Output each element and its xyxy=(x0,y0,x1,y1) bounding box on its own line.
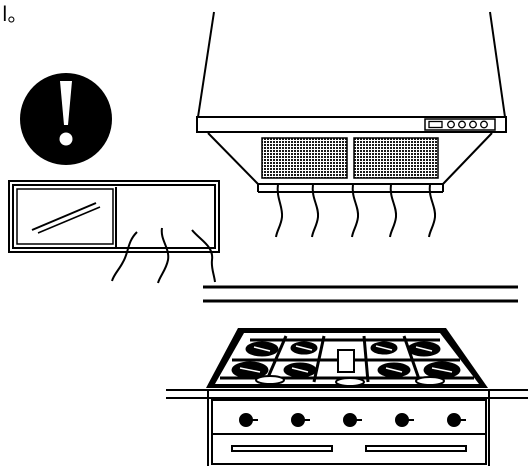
clearance-lines xyxy=(203,287,518,301)
hood-control-panel xyxy=(429,121,487,128)
range-knobs xyxy=(240,414,466,426)
oven-heat-waves xyxy=(112,228,215,283)
hood-grille-right xyxy=(354,138,438,178)
exclamation-circle-icon xyxy=(20,73,112,165)
oven xyxy=(9,181,219,252)
range-hood xyxy=(197,12,506,192)
oven-handles xyxy=(232,446,466,451)
hood-grille-left xyxy=(262,138,347,178)
gas-range xyxy=(166,328,528,466)
